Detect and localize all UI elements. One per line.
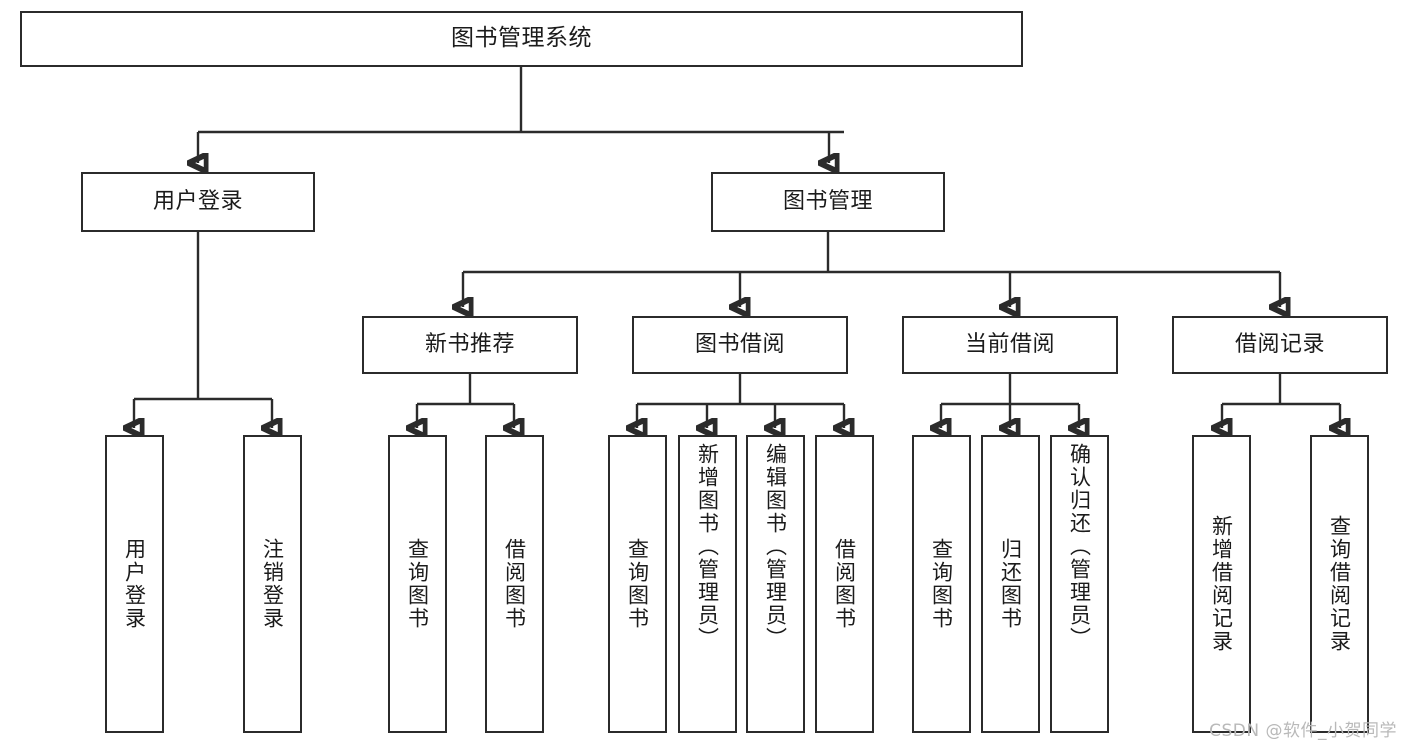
node-book-management[interactable]: 图书管理 [711,172,945,232]
leaf-logout-login[interactable]: 注销登录 [243,435,302,733]
node-label: 确认归还（管理员） [1067,443,1092,650]
node-label: 新增借阅记录 [1209,515,1234,653]
leaf-borrow-book-recommend[interactable]: 借阅图书 [485,435,544,733]
watermark: CSDN @软件_小贺同学 [1209,721,1397,741]
node-label: 借阅记录 [1234,332,1325,358]
leaf-add-borrow-record[interactable]: 新增借阅记录 [1192,435,1251,733]
node-label: 当前借阅 [964,332,1055,358]
node-label: 用户登录 [152,189,243,215]
node-book-borrow[interactable]: 图书借阅 [632,316,848,374]
leaf-query-book-borrow[interactable]: 查询图书 [608,435,667,733]
node-label: 用户登录 [122,538,147,630]
node-current-borrow[interactable]: 当前借阅 [902,316,1118,374]
leaf-query-book-current[interactable]: 查询图书 [912,435,971,733]
node-label: 借阅图书 [832,538,857,630]
node-label: 查询借阅记录 [1327,515,1352,653]
node-label: 查询图书 [625,538,650,630]
node-label: 新增图书（管理员） [695,443,720,650]
leaf-borrow-book[interactable]: 借阅图书 [815,435,874,733]
node-label: 编辑图书（管理员） [763,443,788,650]
node-label: 查询图书 [405,538,430,630]
leaf-query-book-recommend[interactable]: 查询图书 [388,435,447,733]
node-root-system[interactable]: 图书管理系统 [20,11,1023,67]
node-label: 借阅图书 [502,538,527,630]
leaf-return-book[interactable]: 归还图书 [981,435,1040,733]
leaf-edit-book-admin[interactable]: 编辑图书（管理员） [746,435,805,733]
leaf-query-borrow-record[interactable]: 查询借阅记录 [1310,435,1369,733]
node-label: 图书借阅 [694,332,785,358]
leaf-confirm-return-admin[interactable]: 确认归还（管理员） [1050,435,1109,733]
node-label: 注销登录 [260,538,285,630]
node-label: 图书管理 [782,189,873,215]
node-borrow-record[interactable]: 借阅记录 [1172,316,1388,374]
node-label: 图书管理系统 [451,25,592,52]
node-new-book-recommend[interactable]: 新书推荐 [362,316,578,374]
node-label: 新书推荐 [424,332,515,358]
node-user-login[interactable]: 用户登录 [81,172,315,232]
leaf-add-book-admin[interactable]: 新增图书（管理员） [678,435,737,733]
node-label: 查询图书 [929,538,954,630]
leaf-user-login[interactable]: 用户登录 [105,435,164,733]
node-label: 归还图书 [998,538,1023,630]
